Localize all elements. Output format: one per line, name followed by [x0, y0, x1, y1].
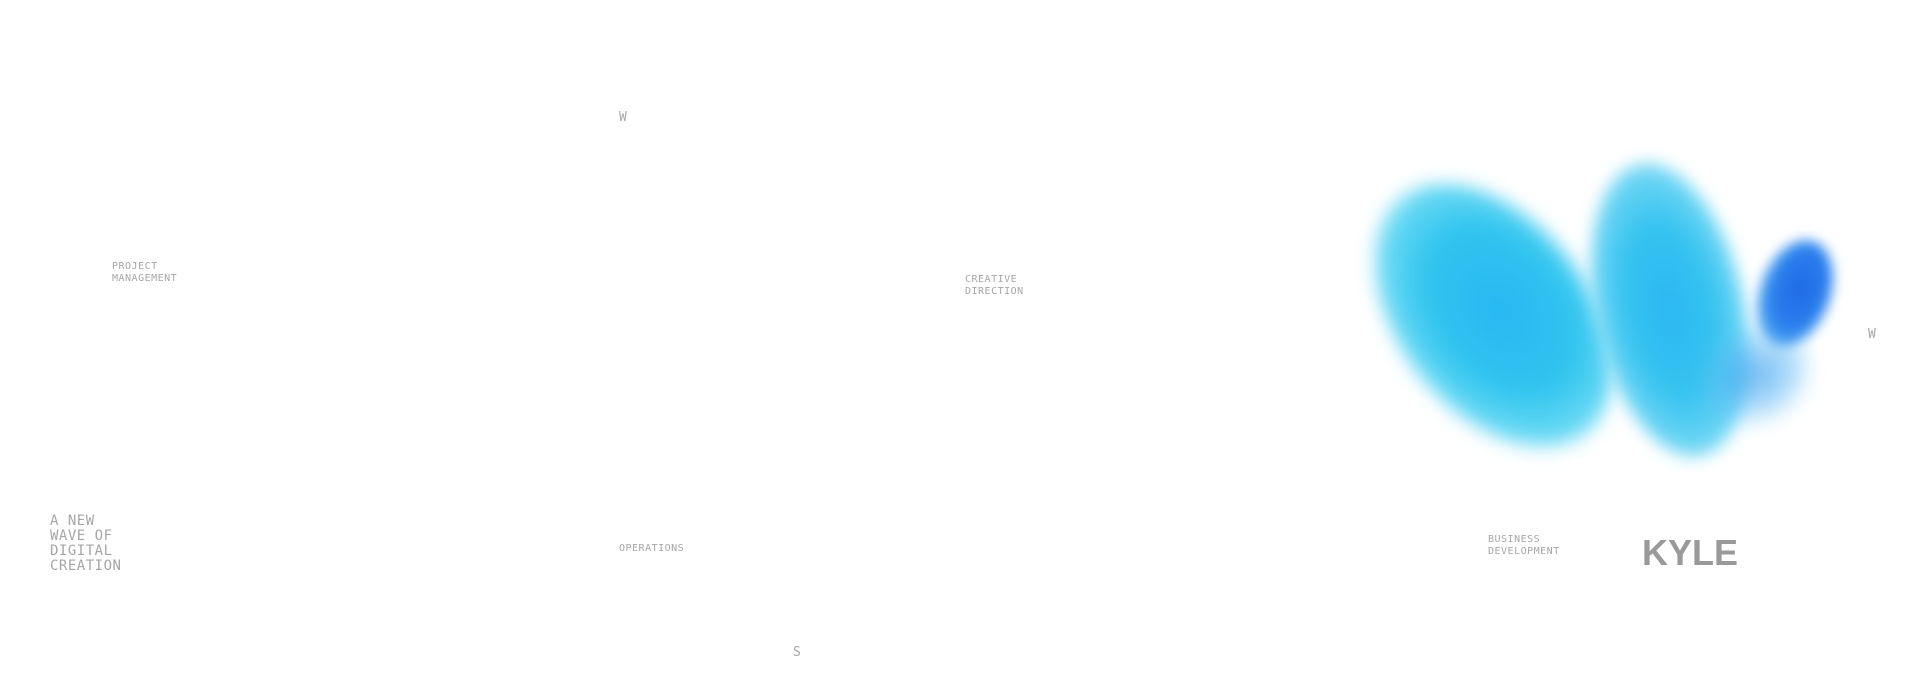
- tagline-line: CREATION: [50, 558, 122, 575]
- blob-joint: [1684, 308, 1826, 442]
- blob-middle-stroke: [1565, 147, 1775, 473]
- discipline-project-management[interactable]: PROJECT MANAGEMENT: [112, 261, 177, 284]
- marker-bottom: S: [793, 645, 802, 660]
- blob-right-stroke: [1743, 229, 1847, 357]
- gradient-w-blob-icon: [1325, 120, 1860, 493]
- discipline-line: CREATIVE: [965, 274, 1018, 285]
- marker-top: W: [619, 110, 628, 125]
- discipline-line: DIRECTION: [965, 285, 1024, 297]
- discipline-line: MANAGEMENT: [112, 272, 178, 284]
- discipline-business-development[interactable]: BUSINESS DEVELOPMENT: [1488, 534, 1560, 557]
- tagline: A NEW WAVE OF DIGITAL CREATION: [50, 513, 122, 575]
- discipline-line: PROJECT: [112, 261, 158, 272]
- discipline-line: BUSINESS: [1488, 534, 1541, 545]
- discipline-line: DEVELOPMENT: [1488, 545, 1560, 557]
- discipline-creative-direction[interactable]: CREATIVE DIRECTION: [965, 274, 1024, 297]
- discipline-operations[interactable]: OPERATIONS: [619, 543, 685, 554]
- marker-right: W: [1868, 327, 1877, 342]
- tagline-line: WAVE OF: [50, 528, 113, 545]
- brand-name[interactable]: KYLE: [1642, 532, 1739, 573]
- blob-left-stroke: [1325, 139, 1661, 493]
- tagline-line: A NEW: [50, 513, 95, 529]
- tagline-line: DIGITAL: [50, 543, 113, 560]
